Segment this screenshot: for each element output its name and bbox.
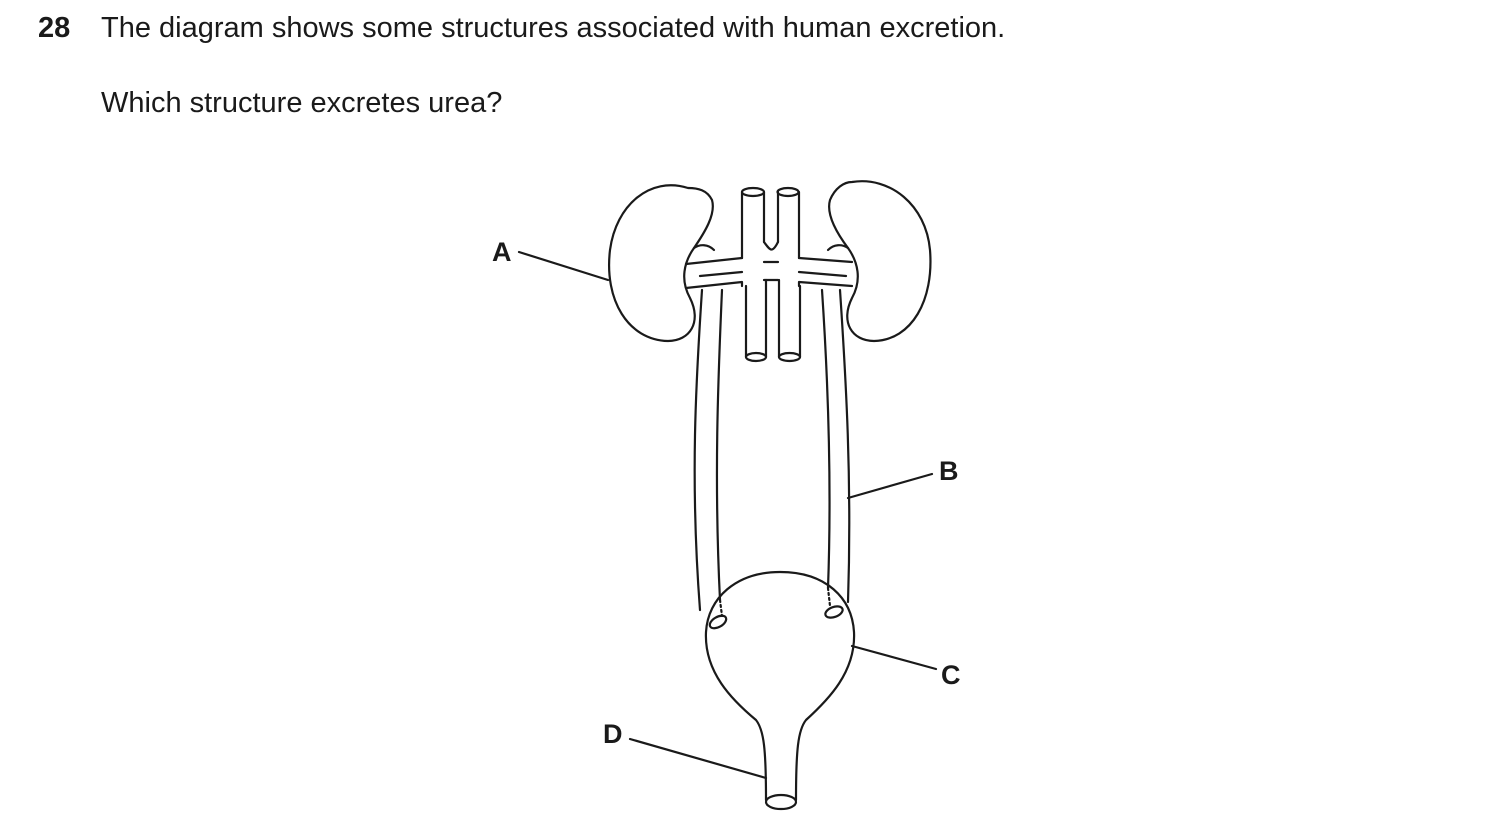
left-hilum bbox=[692, 244, 716, 252]
renal-vessels bbox=[684, 256, 854, 290]
urethra-opening bbox=[764, 793, 798, 811]
left-kidney bbox=[608, 184, 714, 343]
aorta-upper bbox=[776, 190, 801, 260]
label-d: D bbox=[603, 719, 623, 749]
right-ureter bbox=[820, 288, 851, 604]
label-a: A bbox=[492, 237, 512, 267]
bladder bbox=[704, 570, 856, 802]
leader-line-b bbox=[846, 472, 934, 500]
question-prompt: Which structure excretes urea? bbox=[101, 87, 503, 119]
question-stem: The diagram shows some structures associ… bbox=[101, 12, 1006, 44]
vena-cava-lower bbox=[744, 278, 768, 359]
left-ureter bbox=[693, 288, 724, 612]
aorta-lower bbox=[777, 278, 802, 359]
leader-line-c bbox=[850, 644, 938, 671]
vena-cava-upper bbox=[740, 190, 766, 260]
right-hilum bbox=[826, 244, 850, 252]
leader-line-d bbox=[628, 737, 768, 780]
right-kidney bbox=[828, 180, 932, 343]
question-number: 28 bbox=[38, 12, 71, 44]
label-c: C bbox=[941, 660, 961, 690]
label-b: B bbox=[939, 456, 959, 486]
leader-line-a bbox=[517, 250, 610, 282]
